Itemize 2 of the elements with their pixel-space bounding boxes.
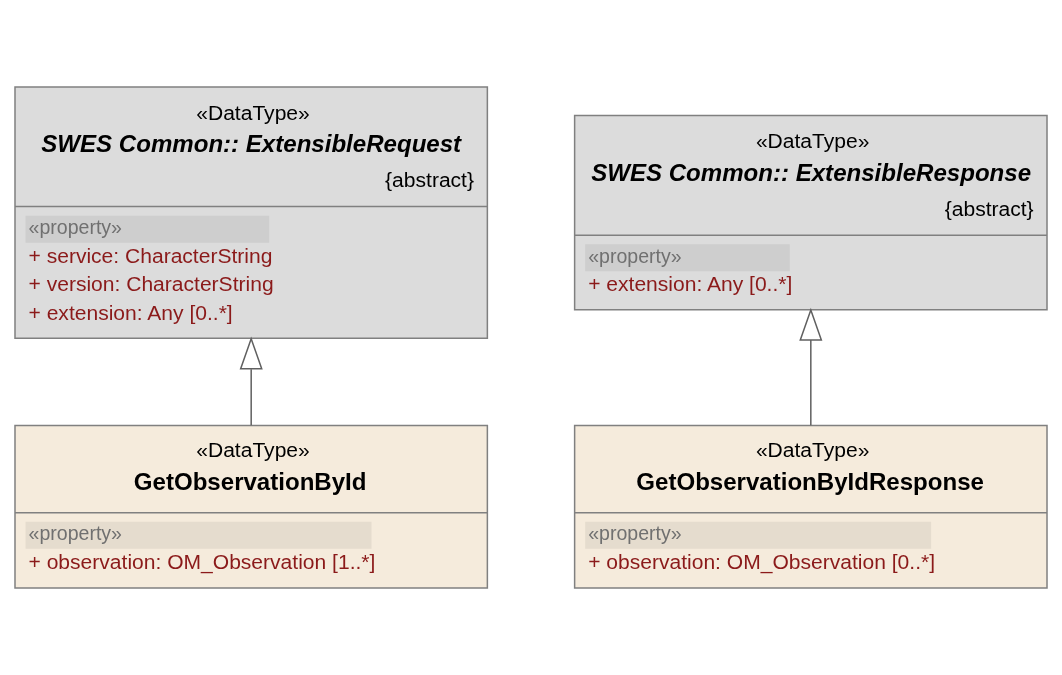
arrow — [799, 307, 823, 427]
arrow — [239, 336, 263, 427]
